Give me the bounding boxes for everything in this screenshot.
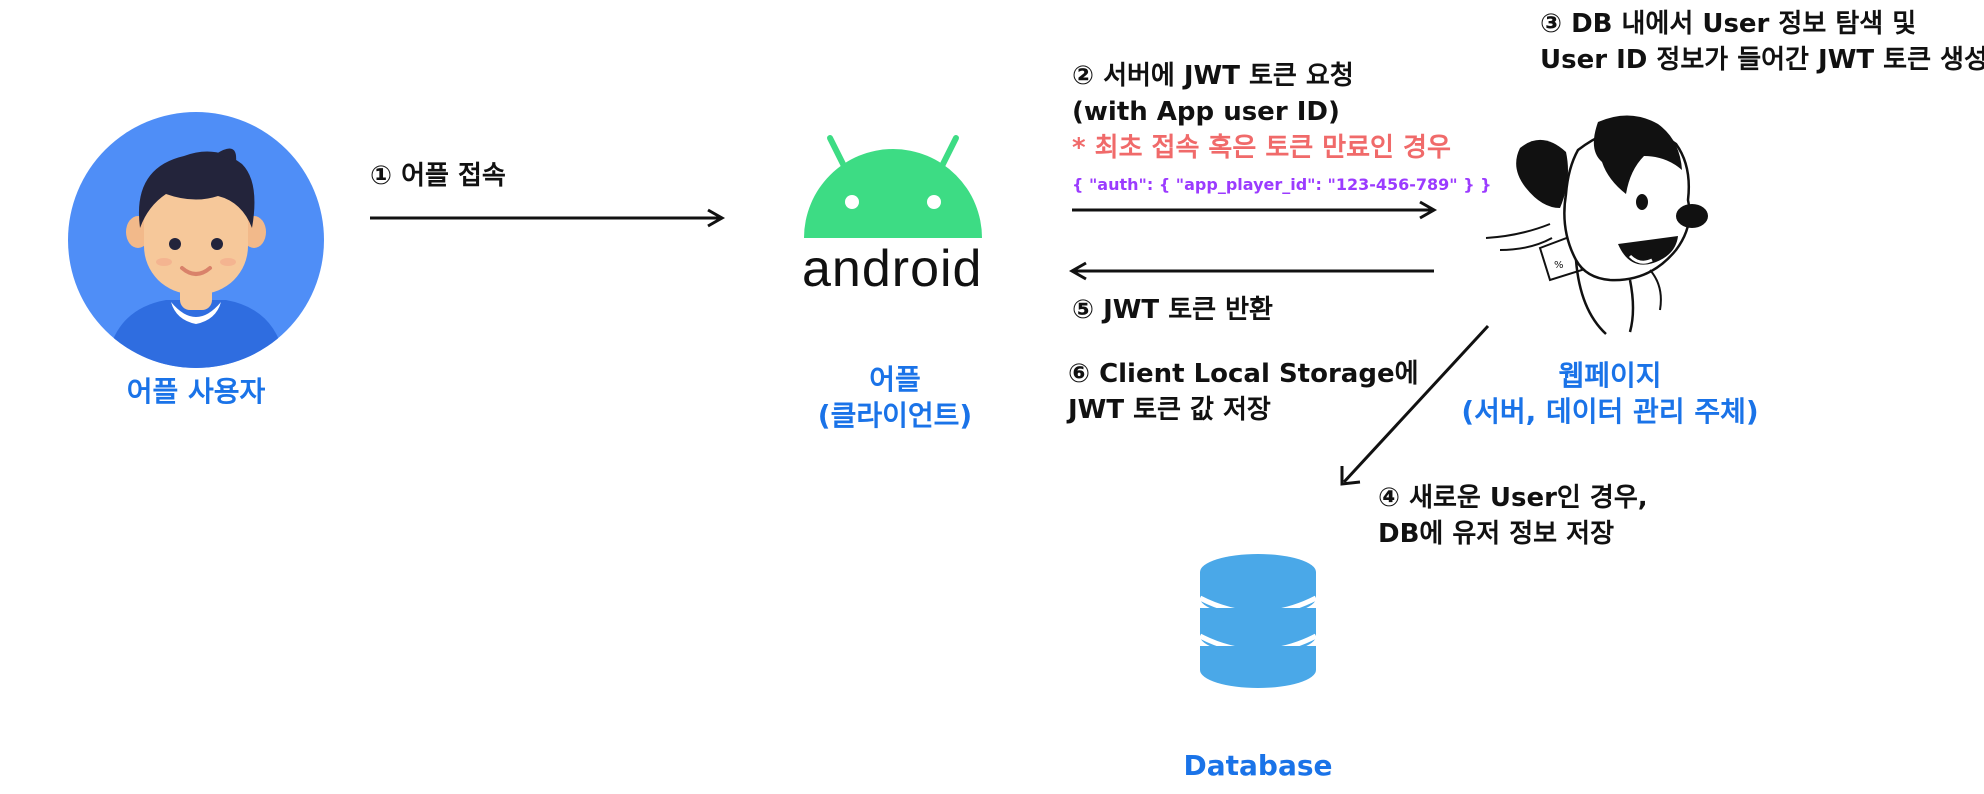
step3-line2: User ID 정보가 들어간 JWT 토큰 생성 bbox=[1540, 45, 1984, 75]
server-label-line2: (서버, 데이터 관리 주체) bbox=[1461, 395, 1759, 428]
step4-line1: ④ 새로운 User인 경우, bbox=[1378, 483, 1648, 513]
server-label: 웹페이지 (서버, 데이터 관리 주체) bbox=[1420, 358, 1800, 430]
app-label-line2: (클라이언트) bbox=[817, 399, 973, 432]
step6-line2: JWT 토큰 값 저장 bbox=[1068, 395, 1271, 425]
step6-line1: ⑥ Client Local Storage에 bbox=[1068, 359, 1419, 389]
step6-group: ⑥ Client Local Storage에 JWT 토큰 값 저장 bbox=[1068, 356, 1419, 428]
step2-line2: (with App user ID) bbox=[1072, 97, 1340, 127]
step5-label: ⑤ JWT 토큰 반환 bbox=[1072, 295, 1273, 325]
database-node bbox=[1196, 552, 1320, 692]
user-label: 어플 사용자 bbox=[126, 375, 266, 408]
user-avatar-icon bbox=[68, 112, 324, 368]
step2-payload: { "auth": { "app_player_id": "123-456-78… bbox=[1072, 175, 1492, 194]
database-label: Database bbox=[1183, 749, 1333, 782]
db-store-arrow bbox=[1340, 324, 1490, 486]
app-label: 어플 (클라이언트) bbox=[780, 362, 1010, 434]
app-label-line1: 어플 bbox=[869, 363, 921, 396]
android-wordmark: android bbox=[802, 240, 983, 298]
step2-line1: ② 서버에 JWT 토큰 요청 bbox=[1072, 61, 1354, 91]
app-node: android bbox=[800, 130, 1000, 300]
android-icon bbox=[804, 135, 982, 238]
database-icon bbox=[1198, 554, 1318, 688]
step1-label: ① 어플 접속 bbox=[370, 161, 506, 191]
server-node: % bbox=[1480, 110, 1720, 340]
step1-arrow bbox=[370, 208, 726, 228]
user-node bbox=[66, 110, 326, 440]
step4-group: ④ 새로운 User인 경우, DB에 유저 정보 저장 bbox=[1378, 480, 1648, 552]
response-arrow bbox=[1068, 261, 1434, 281]
request-arrow bbox=[1072, 200, 1438, 220]
step3-line1: ③ DB 내에서 User 정보 탐색 및 bbox=[1540, 9, 1917, 39]
svg-text:%: % bbox=[1554, 260, 1564, 271]
step2-group: ② 서버에 JWT 토큰 요청 (with App user ID) * 최초 … bbox=[1072, 58, 1492, 196]
server-label-line1: 웹페이지 bbox=[1558, 359, 1662, 392]
step2-note: * 최초 접속 혹은 토큰 만료인 경우 bbox=[1072, 133, 1451, 163]
step3-group: ③ DB 내에서 User 정보 탐색 및 User ID 정보가 들어간 JW… bbox=[1540, 6, 1984, 78]
step4-line2: DB에 유저 정보 저장 bbox=[1378, 519, 1614, 549]
dog-mascot-icon: % bbox=[1485, 115, 1708, 335]
